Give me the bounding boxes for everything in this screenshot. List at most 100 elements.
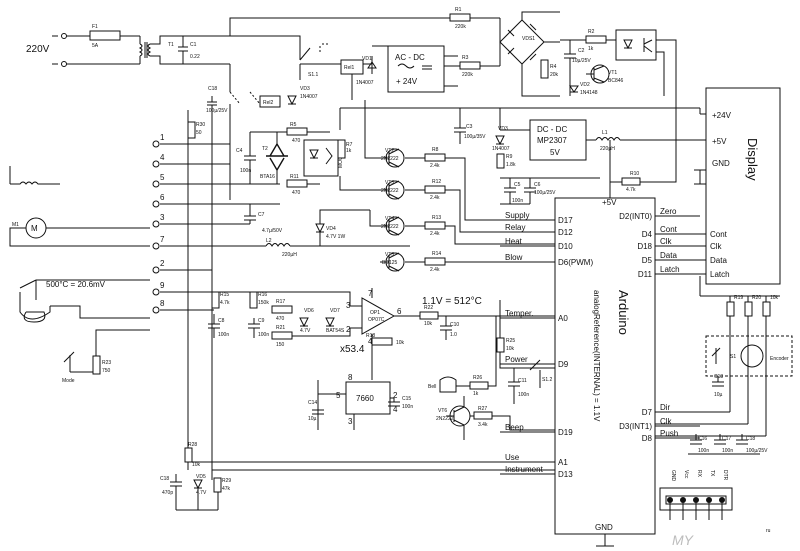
svg-text:R9: R9 — [506, 154, 513, 160]
cap-c18-top: C18 100µ/25V — [206, 86, 228, 116]
svg-text:4.7V 1W: 4.7V 1W — [326, 234, 345, 240]
cap-c2: C2 10µ/25V — [564, 40, 591, 96]
svg-text:4.7µ/50V: 4.7µ/50V — [262, 228, 283, 234]
arduino-right-net: Cont — [660, 225, 678, 234]
svg-text:VD6: VD6 — [304, 308, 314, 314]
arduino-left-net: Beep — [505, 423, 524, 432]
svg-text:470: 470 — [292, 138, 301, 144]
svg-text:470p: 470p — [162, 490, 173, 496]
svg-text:6: 6 — [397, 307, 402, 316]
svg-text:1N4007: 1N4007 — [492, 146, 510, 152]
arduino-left-net: Heat — [505, 237, 523, 246]
resistor-r1: R1 220k — [449, 7, 471, 30]
svg-text:1.1V = 512°C: 1.1V = 512°C — [422, 296, 482, 307]
svg-text:Mode: Mode — [62, 378, 75, 384]
diode-vd3: 1N4007 VD3 — [287, 86, 318, 106]
resistor-r15: R15 4.7k — [211, 291, 230, 309]
svg-text:100n: 100n — [698, 448, 709, 454]
resistor-r18: R18 10k — [366, 333, 405, 346]
cap-c18-bottom: C18 470p — [160, 474, 182, 500]
svg-text:4: 4 — [393, 405, 398, 414]
svg-text:100n: 100n — [240, 168, 251, 174]
svg-text:10k: 10k — [424, 321, 433, 327]
svg-text:VT5: VT5 — [385, 252, 394, 258]
arduino-right-pin: D4 — [642, 230, 653, 239]
svg-text:1.8k: 1.8k — [506, 162, 516, 168]
display-pin-label: Latch — [710, 270, 730, 279]
svg-text:M1: M1 — [12, 222, 19, 228]
svg-text:4.7V: 4.7V — [300, 328, 311, 334]
svg-text:100n: 100n — [722, 448, 733, 454]
triac-t2: T2 BTA16 — [260, 132, 288, 184]
arduino-left-pin: D19 — [558, 428, 573, 437]
svg-text:MP2307: MP2307 — [537, 136, 567, 145]
svg-text:1k: 1k — [473, 391, 479, 397]
resistor-r3: R3 220k — [444, 55, 500, 78]
svg-text:R17: R17 — [276, 299, 285, 305]
svg-text:1N4007: 1N4007 — [300, 94, 318, 100]
resistor-r27: R27 3.4k — [473, 406, 555, 431]
dc-dc-module: DC - DC MP2307 5V — [499, 108, 596, 161]
svg-text:20k: 20k — [550, 72, 559, 78]
svg-text:R12: R12 — [432, 179, 441, 185]
arduino-right-pins: D2(INT0)ZeroD4ContD18ClkD5DataD11LatchD7… — [619, 207, 700, 443]
cap-c4: C4 100n — [236, 132, 256, 184]
svg-text:7: 7 — [368, 289, 373, 298]
svg-text:150k: 150k — [258, 300, 269, 306]
svg-text:2N2222: 2N2222 — [381, 224, 399, 230]
arduino-block: Arduino analogReference(INTERNAL) = 1.1V… — [554, 197, 656, 547]
resistor-r23: R23 750 — [92, 329, 150, 375]
svg-text:BTA16: BTA16 — [260, 174, 275, 180]
svg-text:C10: C10 — [450, 322, 459, 328]
svg-text:1N4007: 1N4007 — [356, 80, 374, 86]
svg-text:10k: 10k — [396, 340, 405, 346]
arduino-left-pin: A0 — [558, 314, 568, 323]
connector-pin-label: 7 — [160, 235, 165, 244]
svg-text:4: 4 — [368, 337, 373, 346]
display-block: Display +24V +5V GND — [694, 87, 781, 285]
svg-text:3.4k: 3.4k — [478, 422, 488, 428]
resistor-r2: R2 1k — [560, 29, 616, 52]
inductor-l2: L2 220µH — [188, 238, 410, 258]
arduino-right-pin: D7 — [642, 408, 653, 417]
svg-text:R20: R20 — [752, 295, 761, 301]
arduino-left-net: Use — [505, 453, 520, 462]
arduino-right-net: Dir — [660, 403, 671, 412]
connector-pin — [152, 266, 160, 274]
svg-text:C1: C1 — [190, 42, 197, 48]
svg-text:100µ/25V: 100µ/25V — [206, 108, 228, 114]
svg-text:GND: GND — [712, 159, 730, 168]
svg-text:Rel2: Rel2 — [263, 100, 274, 106]
svg-text:C7: C7 — [258, 212, 265, 218]
arduino-right-net: Push — [660, 429, 678, 438]
svg-text:100n: 100n — [518, 392, 529, 398]
svg-text:S1: S1 — [730, 354, 736, 360]
svg-text:220k: 220k — [462, 72, 473, 78]
svg-text:500°C = 20.6mV: 500°C = 20.6mV — [46, 280, 106, 289]
svg-text:Display: Display — [745, 138, 760, 181]
resistor-r26: R26 1k — [469, 316, 497, 397]
optocoupler-top — [615, 29, 677, 110]
mode-switch: Mode — [62, 351, 96, 384]
svg-text:S1.1: S1.1 — [308, 72, 319, 78]
svg-text:10k: 10k — [192, 462, 201, 468]
resistor-r16: R16 150k — [249, 291, 269, 309]
svg-text:4.7V: 4.7V — [196, 490, 207, 496]
svg-text:C18: C18 — [208, 86, 217, 92]
svg-text:VD3: VD3 — [498, 126, 508, 132]
arduino-right-pin: D18 — [637, 242, 652, 251]
diode-vd2: VD2 1N4148 — [569, 82, 598, 96]
arduino-right-net: Latch — [660, 265, 680, 274]
svg-text:C6: C6 — [534, 182, 541, 188]
svg-text:10k: 10k — [770, 295, 779, 301]
arduino-left-pin: D17 — [558, 216, 573, 225]
connector-pin-label: 1 — [160, 133, 165, 142]
svg-text:R18: R18 — [366, 333, 375, 339]
svg-text:R2: R2 — [588, 29, 595, 35]
svg-text:R15: R15 — [220, 292, 229, 298]
svg-text:VDS1: VDS1 — [522, 36, 535, 42]
connector-pin — [152, 160, 160, 168]
svg-text:M: M — [31, 224, 38, 233]
driver-vt5: VT5 BD125 — [380, 252, 425, 272]
